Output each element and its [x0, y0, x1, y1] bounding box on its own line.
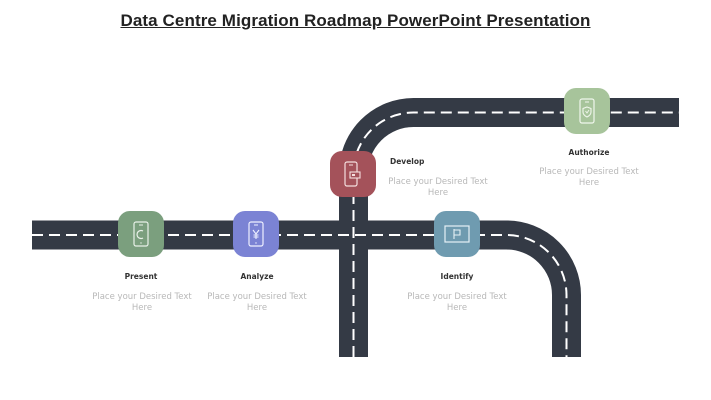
- page-title: Data Centre Migration Roadmap PowerPoint…: [120, 11, 591, 30]
- step-identify-desc: Place your Desired Text Here: [407, 292, 507, 313]
- phone-euro-icon: [133, 221, 149, 247]
- step-analyze-desc: Place your Desired Text Here: [207, 292, 307, 313]
- step-authorize-label: Authorize: [568, 148, 610, 157]
- step-authorize-node[interactable]: [564, 88, 610, 134]
- step-develop-label: Develop: [390, 157, 425, 166]
- step-analyze-label: Analyze: [240, 272, 274, 281]
- step-develop-desc: Place your Desired Text Here: [388, 177, 488, 198]
- phone-yen-icon: [248, 221, 264, 247]
- step-present-desc: Place your Desired Text Here: [92, 292, 192, 313]
- step-identify-node[interactable]: [434, 211, 480, 257]
- phone-shield-icon: [579, 98, 595, 124]
- step-identify-label: Identify: [440, 272, 474, 281]
- flag-frame-icon: [444, 225, 470, 243]
- step-present-label: Present: [124, 272, 158, 281]
- phone-card-icon: [344, 161, 361, 187]
- step-analyze-node[interactable]: [233, 211, 279, 257]
- step-develop-node[interactable]: [330, 151, 376, 197]
- step-present-node[interactable]: [118, 211, 164, 257]
- step-authorize-desc: Place your Desired Text Here: [539, 167, 639, 188]
